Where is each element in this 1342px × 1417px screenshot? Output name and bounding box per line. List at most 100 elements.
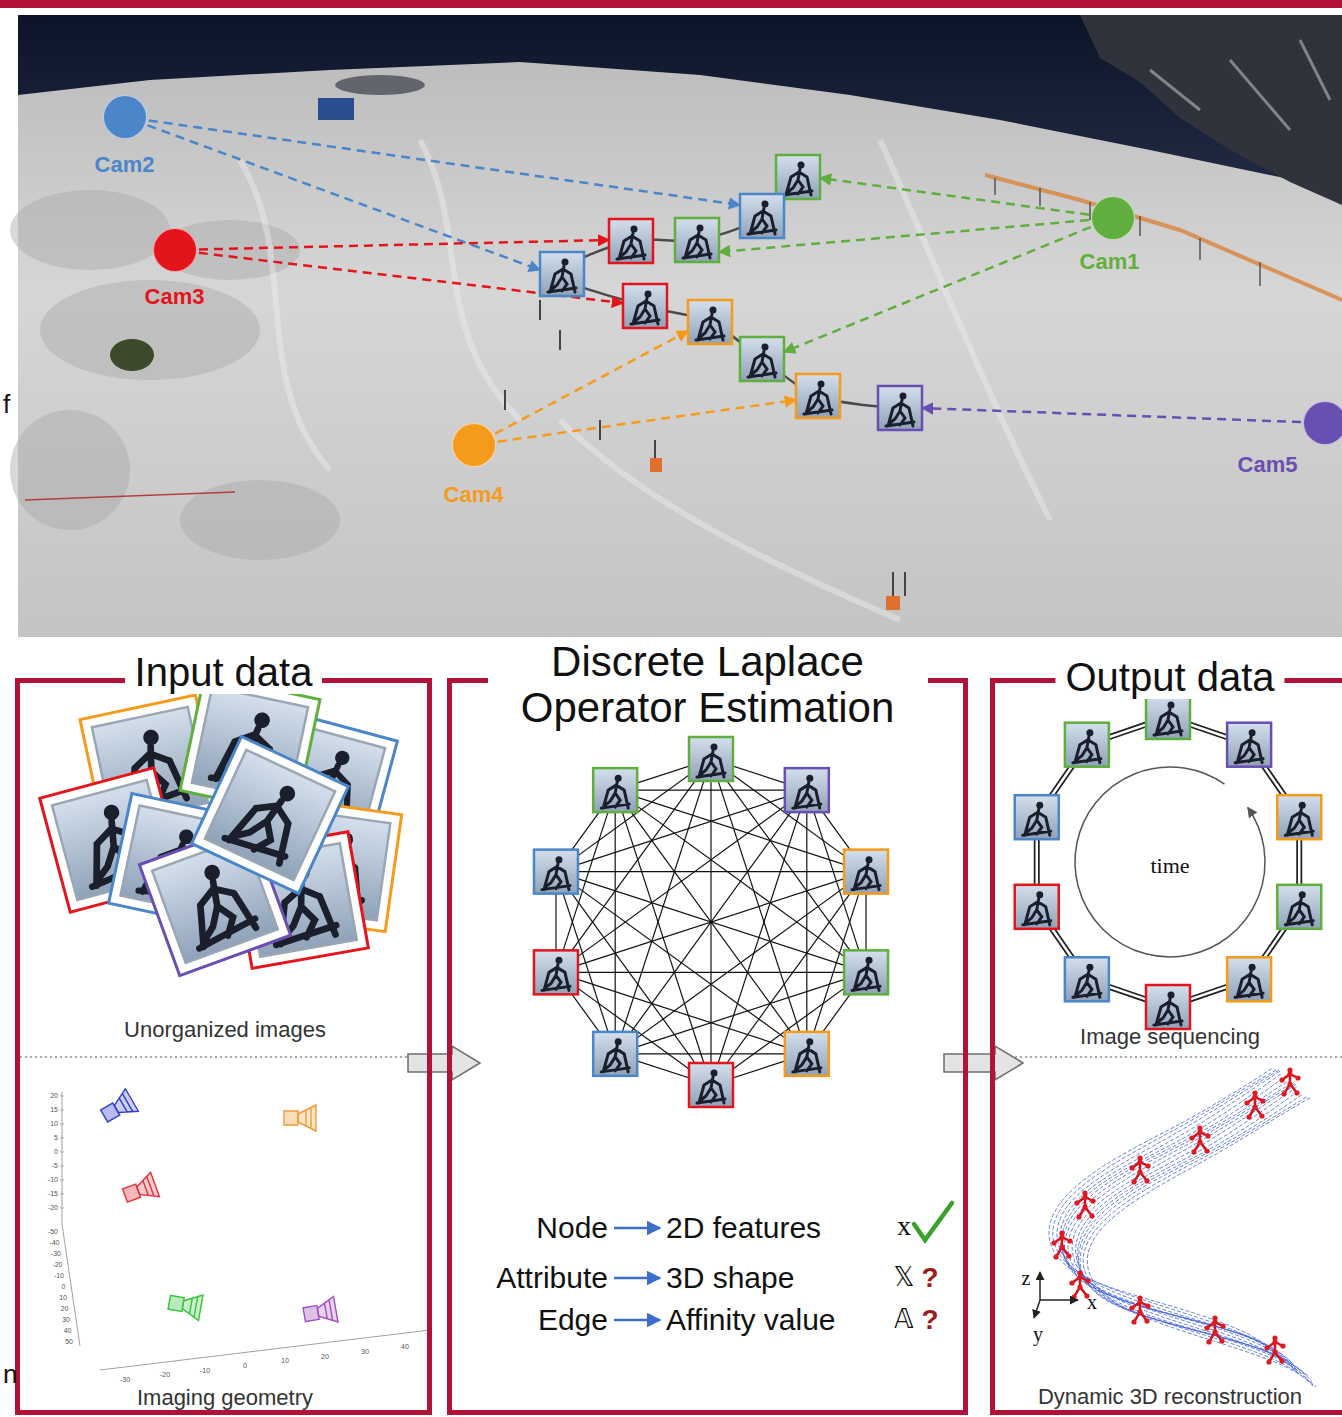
figure-label: z — [1022, 1267, 1031, 1290]
thumbnail-frame — [205, 750, 335, 880]
skier-thumbnail — [205, 750, 335, 880]
skier-trajectory — [562, 177, 900, 408]
thumbnail-frame — [1227, 723, 1271, 767]
skeleton-pose — [1129, 1155, 1150, 1184]
tick-label: 40 — [64, 1327, 72, 1335]
skeleton-joint — [1212, 1329, 1217, 1334]
skier-body — [180, 873, 258, 949]
skier-figure — [225, 771, 313, 865]
skier-head — [1036, 891, 1043, 898]
figure-label: time — [1150, 853, 1189, 878]
camera-ray — [820, 178, 1089, 215]
skier-thumbnail — [844, 850, 888, 894]
skeleton-pose — [1051, 1230, 1072, 1259]
skeleton-joint — [1145, 1303, 1150, 1308]
skier-head — [762, 201, 769, 208]
skier-head — [555, 856, 562, 863]
snow-slope — [18, 62, 1342, 637]
joint-trajectory — [1053, 1070, 1283, 1359]
thumbnail-photo — [1015, 795, 1059, 839]
skier-head — [277, 783, 298, 804]
thumbnail-frame — [1065, 723, 1109, 767]
safety-net — [985, 175, 1342, 300]
figure-label: x — [897, 1210, 911, 1242]
complete-graph — [534, 737, 888, 1107]
skier-body — [1023, 899, 1051, 925]
skier-figure — [1023, 891, 1051, 925]
skeleton-joint — [1220, 1323, 1225, 1328]
hut — [318, 98, 354, 120]
camera-frustum — [167, 1289, 203, 1320]
tick-label: 0 — [243, 1362, 247, 1370]
dynamic-reconstruction — [1034, 1067, 1316, 1386]
plot-axes — [62, 1092, 430, 1370]
thumbnail-photo — [1227, 957, 1271, 1001]
thumbnail-frame — [844, 950, 888, 994]
skier-body — [683, 232, 711, 258]
thumbnail-photo — [776, 155, 820, 199]
skier-thumbnail — [623, 284, 667, 328]
graph-edge — [556, 871, 866, 872]
tick-label: -20 — [52, 1261, 62, 1269]
skier-figure — [1285, 802, 1313, 836]
tick-label: -5 — [52, 1162, 58, 1170]
mapping-arrow — [614, 1277, 660, 1280]
skier-figure — [1285, 891, 1313, 925]
skier-body — [1285, 809, 1313, 835]
skeleton-pose — [1264, 1335, 1285, 1364]
skier-body — [852, 964, 880, 990]
skeleton-joint — [1069, 1280, 1074, 1285]
tick-label: -20 — [160, 1371, 170, 1379]
thumbnail-frame — [796, 374, 840, 418]
camera-ray — [922, 408, 1301, 422]
skier-head — [1086, 964, 1093, 971]
thumbnail-photo — [689, 737, 733, 781]
skeleton-joint — [1244, 1100, 1249, 1105]
section-separator — [20, 1056, 1342, 1057]
skeleton-pose — [1244, 1090, 1265, 1119]
skeleton-bones — [1267, 1338, 1283, 1362]
skeleton-joint — [1205, 1133, 1210, 1138]
camera-label: Cam4 — [444, 482, 504, 506]
skier-body — [784, 169, 812, 195]
thumbnail-frame — [844, 850, 888, 894]
thumbnail-photo — [785, 1032, 829, 1076]
tick-label: 10 — [59, 1294, 67, 1302]
thumbnail-frame — [1146, 695, 1190, 739]
joint-trajectory — [1068, 1084, 1298, 1373]
skeleton-joint — [1077, 1274, 1082, 1279]
skier-body — [601, 782, 629, 808]
thumbnail-photo — [1146, 985, 1190, 1029]
tick-label: -30 — [120, 1376, 130, 1384]
thumbnail-photo — [593, 1032, 637, 1076]
skier-head — [555, 957, 562, 964]
skeleton-joint — [1082, 1194, 1087, 1199]
skeleton-joint — [1059, 1234, 1064, 1239]
panel-heading: Input data — [125, 650, 323, 694]
camera-ray — [498, 400, 796, 442]
thumbnail-frame — [675, 218, 719, 262]
skier-figure — [793, 1038, 821, 1072]
camera-ray — [199, 253, 623, 303]
skeleton-joint — [1090, 1198, 1095, 1203]
tick-label: 20 — [50, 1092, 58, 1100]
skeleton-joint — [1197, 1129, 1202, 1134]
thumbnail-frame — [689, 737, 733, 781]
figure-label: ? — [921, 1304, 938, 1336]
skeleton-joint — [1279, 1358, 1284, 1363]
skeleton-bones — [1207, 1318, 1223, 1342]
thumbnail-photo — [844, 950, 888, 994]
skeleton-joint — [1264, 1345, 1269, 1350]
terrain-patch — [40, 280, 260, 380]
check-mark — [914, 1203, 952, 1240]
imaging-geometry-plot — [60, 1089, 430, 1370]
skeleton-pose — [1074, 1190, 1095, 1219]
skeleton-joint — [1189, 1135, 1194, 1140]
terrain-patch — [10, 190, 170, 270]
skier-thumbnail — [1065, 957, 1109, 1001]
skier-head — [1086, 729, 1093, 736]
thumbnail-photo — [740, 337, 784, 381]
tick-label: -30 — [51, 1250, 61, 1258]
skeleton-joint — [1280, 1343, 1285, 1348]
skeleton-joint — [1281, 1091, 1286, 1096]
